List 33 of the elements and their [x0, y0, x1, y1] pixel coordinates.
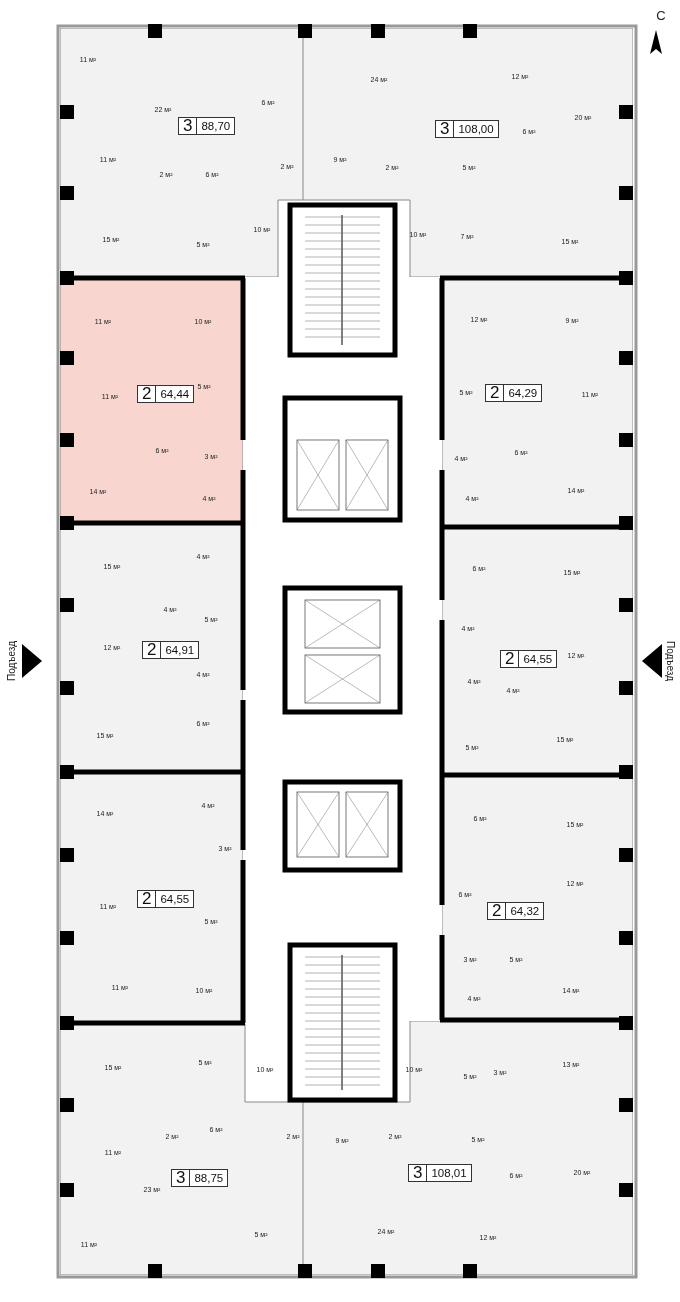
apartment-area: 64,55: [519, 653, 557, 665]
apartment-area: 108,01: [427, 1167, 471, 1179]
apartment-plan: [303, 28, 633, 277]
room-count: 3: [179, 118, 198, 134]
apartment-area: 64,55: [156, 893, 194, 905]
apartment-area: 64,91: [161, 644, 199, 656]
apartment-plan: [303, 1021, 633, 1275]
apartment-plan: [60, 524, 243, 771]
apartment-plan: [60, 279, 243, 522]
apartment-area: 108,00: [454, 123, 498, 135]
apartment-plan: [60, 773, 243, 1022]
apartment-area: 64,32: [506, 905, 544, 917]
room-count: 3: [172, 1170, 191, 1186]
room-count: 2: [138, 386, 157, 402]
apartment-plan: [442, 776, 633, 1019]
apartment-plan: [442, 528, 633, 774]
room-count: 2: [488, 903, 507, 919]
apartment-area: 64,29: [504, 387, 542, 399]
room-count: 2: [138, 891, 157, 907]
apartment-area: 88,70: [197, 120, 235, 132]
apartment-area: 64,44: [156, 388, 194, 400]
north-label: С: [656, 9, 666, 23]
entrance-label: Подъезд: [5, 641, 17, 681]
entrance-label: Подъезд: [664, 641, 676, 681]
apartment-area: 88,75: [190, 1172, 228, 1184]
apartment-plan: [442, 279, 633, 526]
room-count: 3: [409, 1165, 428, 1181]
room-count: 2: [143, 642, 162, 658]
apartment-plan: [60, 1024, 303, 1275]
room-count: 2: [486, 385, 505, 401]
apartment-plan: [60, 28, 303, 277]
room-count: 3: [436, 121, 455, 137]
room-count: 2: [501, 651, 520, 667]
